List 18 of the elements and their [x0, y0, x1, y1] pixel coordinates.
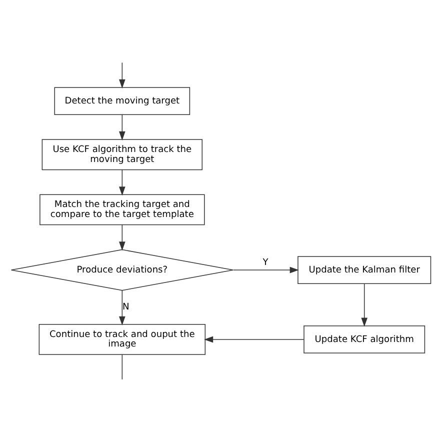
arrow: [119, 114, 126, 140]
edge-label: N: [122, 302, 130, 313]
node-box: Update KCF algorithm: [304, 326, 426, 354]
node-box: Use KCF algorithm to track the moving target: [42, 139, 203, 170]
node-box: Match the tracking target and compare to the target template: [40, 194, 205, 226]
arrow: [232, 266, 299, 274]
node-box: Update the Kalman filter: [298, 256, 432, 284]
node-box: Detect the moving target: [54, 87, 190, 115]
arrow: [119, 62, 126, 88]
edge-label: Y: [262, 258, 268, 268]
connector: [122, 354, 123, 380]
arrow: [204, 336, 304, 343]
node-diamond: Produce deviations?: [10, 249, 234, 291]
node-box: Continue to track and ouput the image: [38, 324, 206, 355]
arrow: [361, 284, 368, 327]
arrow: [119, 224, 126, 251]
arrow: [119, 169, 126, 196]
arrow: [119, 290, 126, 326]
